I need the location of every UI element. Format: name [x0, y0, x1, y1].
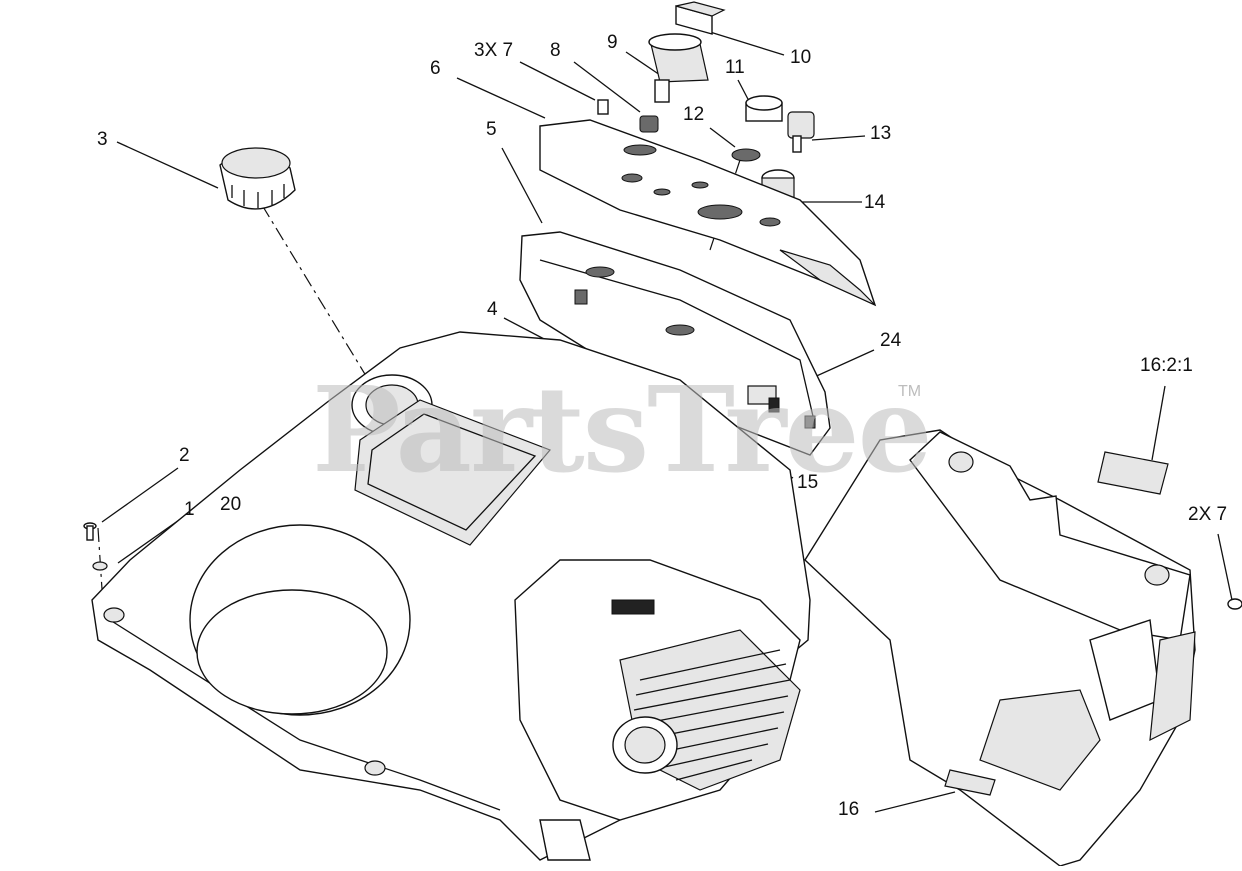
callout-2x7[interactable]: 2X 7 [1188, 504, 1228, 525]
callout-9[interactable]: 9 [607, 32, 618, 53]
part-11-cap [745, 95, 783, 122]
callout-4[interactable]: 4 [487, 299, 498, 320]
part-7-screw-top [597, 99, 609, 115]
part-13-key [787, 111, 815, 153]
part-2-screw [83, 522, 97, 541]
callout-2[interactable]: 2 [179, 445, 190, 466]
part-1-washer [92, 561, 108, 571]
part-6-top-cover [539, 119, 877, 307]
callout-11[interactable]: 11 [725, 57, 745, 78]
part-8-grommet [639, 115, 659, 133]
part-16-lower-cover [804, 429, 1196, 867]
callout-8[interactable]: 8 [550, 40, 561, 61]
part-12-washer [731, 148, 761, 162]
callout-24[interactable]: 24 [880, 330, 902, 351]
callout-14[interactable]: 14 [864, 192, 886, 213]
callout-1[interactable]: 1 [184, 499, 195, 520]
callout-16-2-1[interactable]: 16:2:1 [1140, 355, 1193, 376]
callout-6[interactable]: 6 [430, 58, 441, 79]
callout-16[interactable]: 16 [838, 799, 860, 820]
callout-20[interactable]: 20 [220, 494, 242, 515]
callout-12[interactable]: 12 [683, 104, 705, 125]
part-3-fuel-cap [219, 147, 296, 210]
callout-10[interactable]: 10 [790, 47, 812, 68]
part-7-screw-right [1227, 598, 1242, 610]
part-10-knob-cap [675, 1, 726, 35]
decal-16-2-1 [1097, 451, 1169, 495]
callout-13[interactable]: 13 [870, 123, 892, 144]
callout-15[interactable]: 15 [797, 472, 819, 493]
callout-5[interactable]: 5 [486, 119, 497, 140]
callout-3x7[interactable]: 3X 7 [474, 40, 514, 61]
part-9-knob [648, 33, 709, 103]
trademark-symbol: TM [898, 383, 922, 400]
part-20-main-shroud [91, 331, 811, 861]
callout-3[interactable]: 3 [97, 129, 108, 150]
part-24-label-pad [747, 385, 780, 413]
